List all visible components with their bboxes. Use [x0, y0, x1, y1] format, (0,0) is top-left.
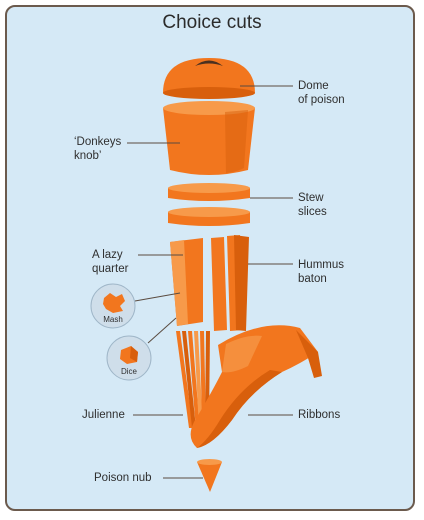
- dome-of-poison: [163, 58, 255, 99]
- mash-bubble: Mash: [91, 284, 135, 328]
- stew-slices: [168, 183, 250, 226]
- lazy-quarter: [170, 238, 203, 326]
- label-dome-of-poison: Dome of poison: [298, 79, 345, 107]
- label-ribbons: Ribbons: [298, 408, 340, 422]
- label-donkeys-knob: ‘Donkeys knob’: [74, 135, 121, 163]
- hummus-baton: [211, 235, 249, 331]
- dice-label: Dice: [121, 367, 138, 376]
- label-hummus-baton: Hummus baton: [298, 258, 344, 286]
- poison-nub: [197, 459, 222, 492]
- donkeys-knob: [163, 101, 255, 175]
- diagram-title: Choice cuts: [0, 12, 424, 34]
- label-julienne: Julienne: [82, 408, 125, 422]
- ribbons: [191, 325, 322, 448]
- leader-mash: [135, 293, 180, 301]
- label-stew-slices: Stew slices: [298, 191, 327, 219]
- dice-bubble: Dice: [107, 336, 151, 380]
- label-lazy-quarter: A lazy quarter: [92, 248, 128, 276]
- mash-label: Mash: [103, 315, 123, 324]
- label-poison-nub: Poison nub: [94, 471, 152, 485]
- leader-dice: [148, 318, 176, 343]
